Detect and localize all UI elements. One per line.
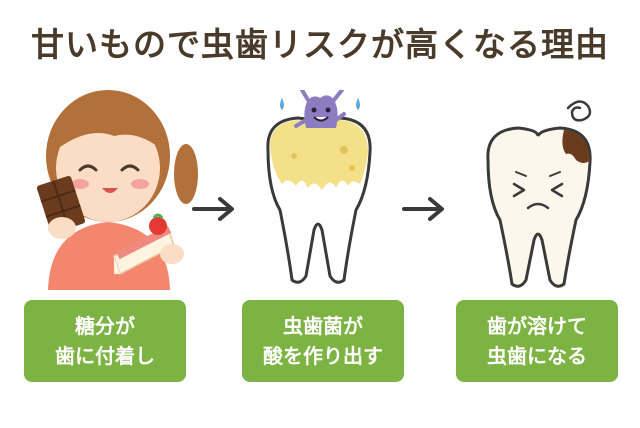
caption-line: 歯が溶けて: [487, 314, 587, 338]
girl-eating-sweets-illustration: [36, 90, 198, 290]
arrow-right-icon: [402, 197, 444, 221]
caption-line: 歯に付着し: [55, 344, 155, 368]
decayed-tooth-illustration: [486, 100, 592, 288]
arrow-right-icon: [192, 197, 234, 221]
caption-step-1: 糖分が 歯に付着し: [24, 300, 186, 382]
caption-step-2: 虫歯菌が 酸を作り出す: [242, 300, 404, 382]
caption-line: 虫歯になる: [487, 344, 587, 368]
caption-step-3: 歯が溶けて 虫歯になる: [456, 300, 618, 382]
caption-line: 酸を作り出す: [263, 344, 383, 368]
caption-line: 虫歯菌が: [283, 314, 363, 338]
page-title: 甘いもので虫歯リスクが高くなる理由: [31, 25, 609, 64]
caption-line: 糖分が: [75, 314, 135, 338]
germ-on-tooth-illustration: [266, 90, 372, 284]
